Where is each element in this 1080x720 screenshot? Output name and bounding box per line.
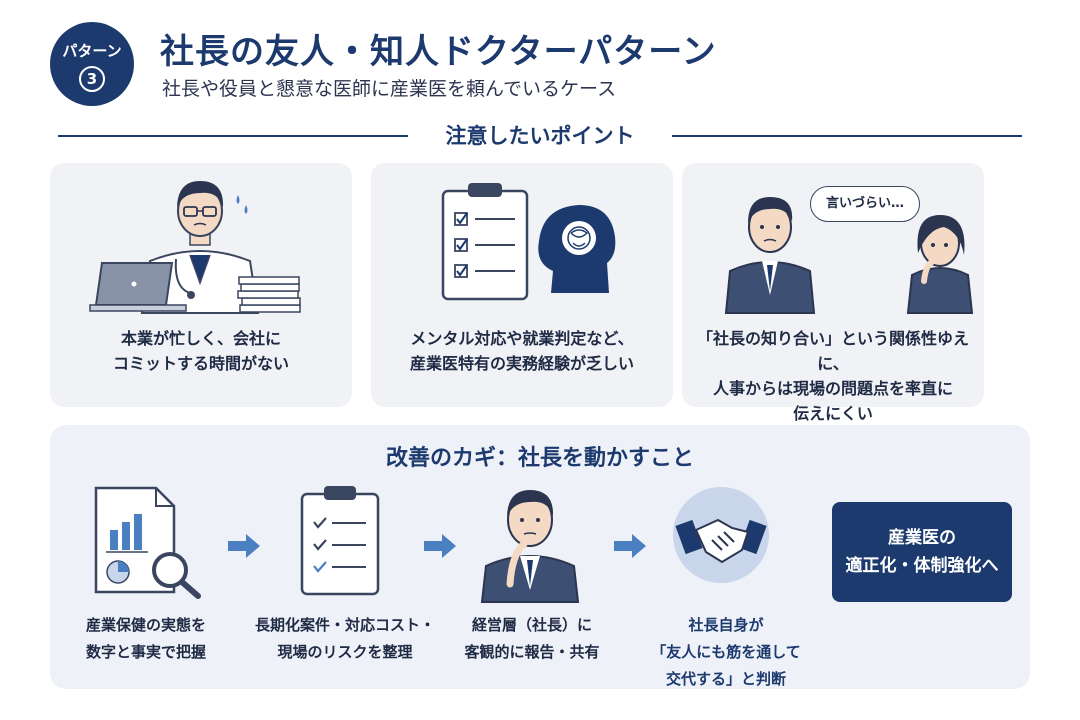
page-subtitle: 社長や役員と懇意な医師に産業医を頼んでいるケース xyxy=(162,78,617,100)
hesitant-people-illustration xyxy=(724,197,974,314)
badge-label: パターン xyxy=(62,42,122,60)
checklist-brain-illustration xyxy=(441,183,616,301)
busy-doctor-illustration xyxy=(89,181,301,314)
point-card-busy: 本業が忙しく、会社に コミットする時間がない xyxy=(50,163,352,407)
point-card-hard-to-say: 言いづらい… 「社長の知り合い」という関係性ゆえに、 人事からは現場の問題点を率… xyxy=(682,163,984,423)
arrow-right-icon xyxy=(614,534,646,558)
result-box: 産業医の 適正化・体制強化へ xyxy=(832,502,1012,602)
arrow-right-icon xyxy=(228,534,260,558)
report-magnifier-icon xyxy=(94,486,201,599)
step-text-grasp: 産業保健の実態を 数字と事実で把握 xyxy=(85,616,206,661)
point-text-busy: 本業が忙しく、会社に コミットする時間がない xyxy=(112,329,289,373)
points-heading: 注意したいポイント xyxy=(445,124,635,148)
executive-icon xyxy=(480,490,580,603)
point-text-hard-to-say: 「社長の知り合い」という関係性ゆえに、 人事からは現場の問題点を率直に 伝えにく… xyxy=(696,329,969,423)
handshake-icon xyxy=(673,487,769,583)
pattern-badge: パターン 3 xyxy=(50,22,134,106)
point-card-inexperience: メンタル対応や就業判定など、 産業医特有の実務経験が乏しい xyxy=(371,163,673,407)
page-title: 社長の友人・知人ドクターパターン xyxy=(160,32,717,72)
point-text-inexperience: メンタル対応や就業判定など、 産業医特有の実務経験が乏しい xyxy=(409,329,634,373)
badge-number: 3 xyxy=(79,66,105,92)
checklist-clipboard-icon xyxy=(300,486,380,596)
arrow-right-icon xyxy=(424,534,456,558)
divider-left xyxy=(58,135,408,137)
step-text-organize: 長期化案件・対応コスト・ 現場のリスクを整理 xyxy=(254,616,435,661)
divider-right xyxy=(672,135,1022,137)
step-text-decide: 社長自身が 「友人にも筋を通して 交代する」と判断 xyxy=(651,616,801,688)
speech-bubble: 言いづらい… xyxy=(810,186,920,222)
step-text-report: 経営層（社長）に 客観的に報告・共有 xyxy=(464,616,600,661)
improvement-heading: 改善のカギ：社長を動かすこと xyxy=(385,446,694,471)
